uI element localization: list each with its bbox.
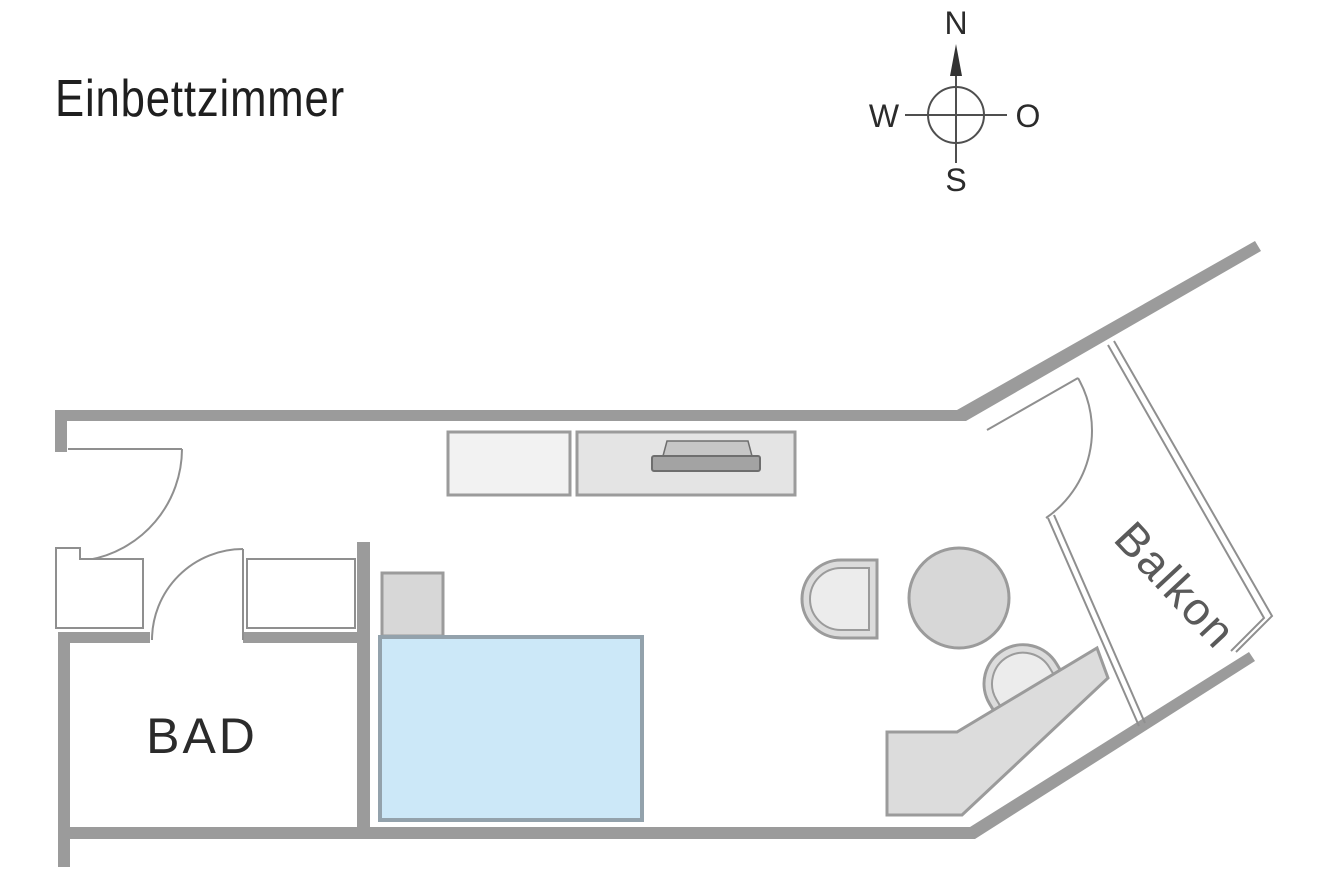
balcony-door-swing-arc: [1045, 377, 1093, 519]
bathroom-label: BAD: [146, 708, 258, 764]
balcony-door-leaf: [986, 377, 1079, 431]
wall-left-stub: [55, 410, 67, 452]
compass-label-south: S: [945, 162, 966, 198]
balcony-window-wall-outer: [1053, 514, 1146, 724]
nightstand: [380, 571, 445, 638]
round-table: [907, 546, 1011, 650]
thin-structures: [68, 340, 1274, 727]
chair-left: [800, 558, 879, 640]
tv-screen: [662, 440, 753, 457]
compass-rose: N W O S: [869, 5, 1041, 198]
chair-left-inner: [809, 567, 870, 631]
balcony-window-wall-inner: [1047, 517, 1140, 727]
closet-left: [55, 547, 144, 629]
wall-bath-top-right: [243, 632, 370, 643]
bathroom-door-swing-arc: [151, 548, 244, 641]
tv-body: [651, 455, 761, 472]
closets: [55, 547, 356, 629]
closet-right: [246, 558, 356, 629]
compass-label-north: N: [944, 5, 967, 41]
wall-bath-top-left: [58, 632, 150, 643]
wall-top: [55, 241, 1261, 421]
balcony-railing-outer: [1113, 340, 1274, 653]
bed: [378, 635, 644, 822]
compass-label-west: W: [869, 98, 900, 134]
angled-desk: [885, 645, 1110, 817]
shelf: [446, 430, 572, 497]
wall-bath-right: [357, 542, 370, 839]
page-title: Einbettzimmer: [55, 71, 345, 128]
entry-door-swing-arc: [87, 448, 183, 561]
balcony-railing-inner: [1107, 344, 1266, 652]
compass-north-arrow-icon: [950, 44, 962, 76]
wall-bath-left: [58, 632, 70, 867]
compass-label-east: O: [1016, 98, 1041, 134]
walls: [55, 241, 1261, 867]
